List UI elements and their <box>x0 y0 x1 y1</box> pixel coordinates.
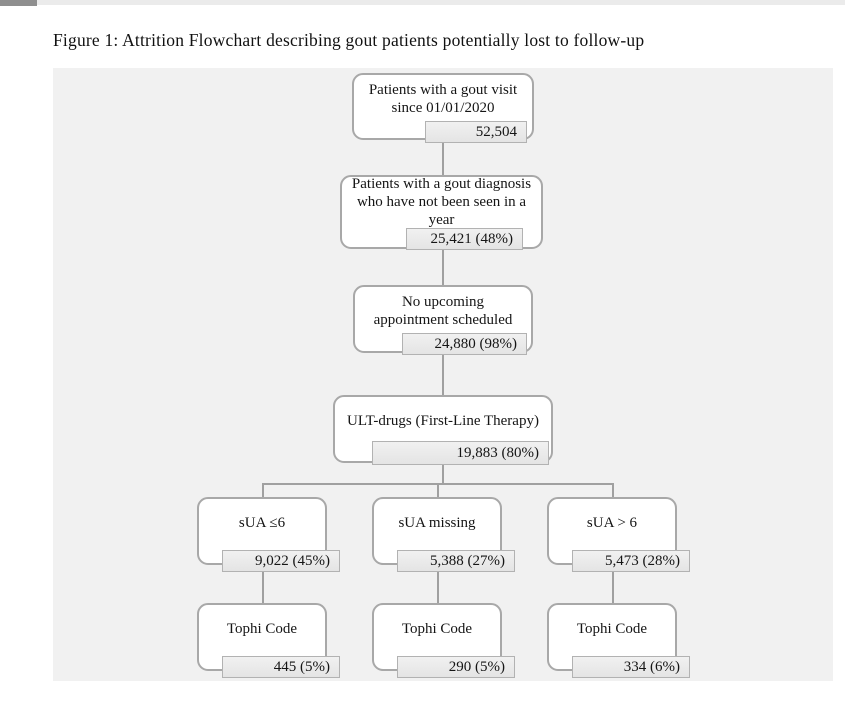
node-tophi-code-right-label: Tophi Code <box>576 621 648 638</box>
connector-drop-right <box>612 483 614 498</box>
value-tophi-code-right: 334 (6%) <box>572 656 690 678</box>
value-sua-le-6: 9,022 (45%) <box>222 550 340 572</box>
connector-sua-missing-to-tophi <box>437 571 439 604</box>
node-gout-visit-label: Patients with a gout visit since 01/01/2… <box>368 81 518 116</box>
value-tophi-code-left: 445 (5%) <box>222 656 340 678</box>
value-ult-drugs: 19,883 (80%) <box>372 441 549 465</box>
connector-sua-le6-to-tophi <box>262 571 264 604</box>
node-sua-le-6-label: sUA ≤6 <box>238 515 286 532</box>
value-gout-visit: 52,504 <box>425 121 527 143</box>
connector-visit-to-diagnosis <box>442 142 444 176</box>
connector-ult-to-split <box>442 463 444 484</box>
value-gout-diagnosis: 25,421 (48%) <box>406 228 523 250</box>
value-sua-missing: 5,388 (27%) <box>397 550 515 572</box>
node-tophi-code-left-label: Tophi Code <box>226 621 298 638</box>
connector-diagnosis-to-appointment <box>442 249 444 286</box>
value-tophi-code-middle: 290 (5%) <box>397 656 515 678</box>
node-sua-missing-label: sUA missing <box>398 515 476 532</box>
node-ult-drugs-label: ULT-drugs (First-Line Therapy) <box>347 413 539 430</box>
node-sua-gt-6-label: sUA > 6 <box>586 515 638 532</box>
figure-title: Figure 1: Attrition Flowchart describing… <box>53 30 645 50</box>
connector-appointment-to-ult <box>442 354 444 396</box>
value-sua-gt-6: 5,473 (28%) <box>572 550 690 572</box>
node-tophi-code-middle-label: Tophi Code <box>401 621 473 638</box>
value-no-upcoming-appointment: 24,880 (98%) <box>402 333 527 355</box>
node-gout-diagnosis-label: Patients with a gout diagnosis who have … <box>351 176 532 228</box>
scrollbar-fragment <box>0 0 37 6</box>
top-edge-strip <box>0 0 845 6</box>
connector-sua-gt6-to-tophi <box>612 571 614 604</box>
node-no-upcoming-appointment-label: No upcoming appointment scheduled <box>373 294 513 328</box>
connector-drop-middle <box>437 483 439 498</box>
connector-drop-left <box>262 483 264 498</box>
